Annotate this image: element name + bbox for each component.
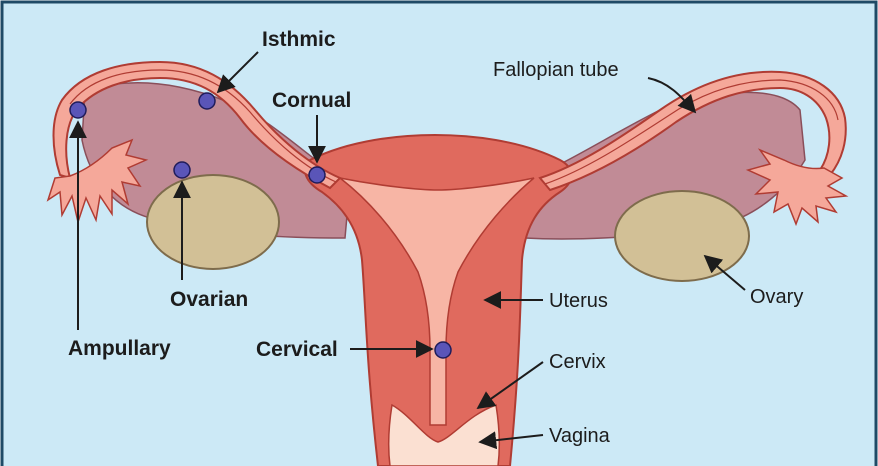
uterus-label: Uterus <box>549 290 608 312</box>
left-ovary <box>147 175 279 269</box>
ampullary-label: Ampullary <box>68 337 171 360</box>
cervix-label: Cervix <box>549 351 606 373</box>
cervical-site-icon <box>435 342 451 358</box>
cornual-site-icon <box>309 167 325 183</box>
ampullary-site-icon <box>70 102 86 118</box>
vagina-label: Vagina <box>549 425 611 447</box>
cornual-label: Cornual <box>272 89 351 112</box>
fallopian-tube-label: Fallopian tube <box>493 59 619 81</box>
ovary-label: Ovary <box>750 286 803 308</box>
right-ovary <box>615 191 749 281</box>
cervical-label: Cervical <box>256 338 338 361</box>
ovarian-label: Ovarian <box>170 288 248 311</box>
ovarian-site-icon <box>174 162 190 178</box>
isthmic-site-icon <box>199 93 215 109</box>
isthmic-label: Isthmic <box>262 28 336 51</box>
